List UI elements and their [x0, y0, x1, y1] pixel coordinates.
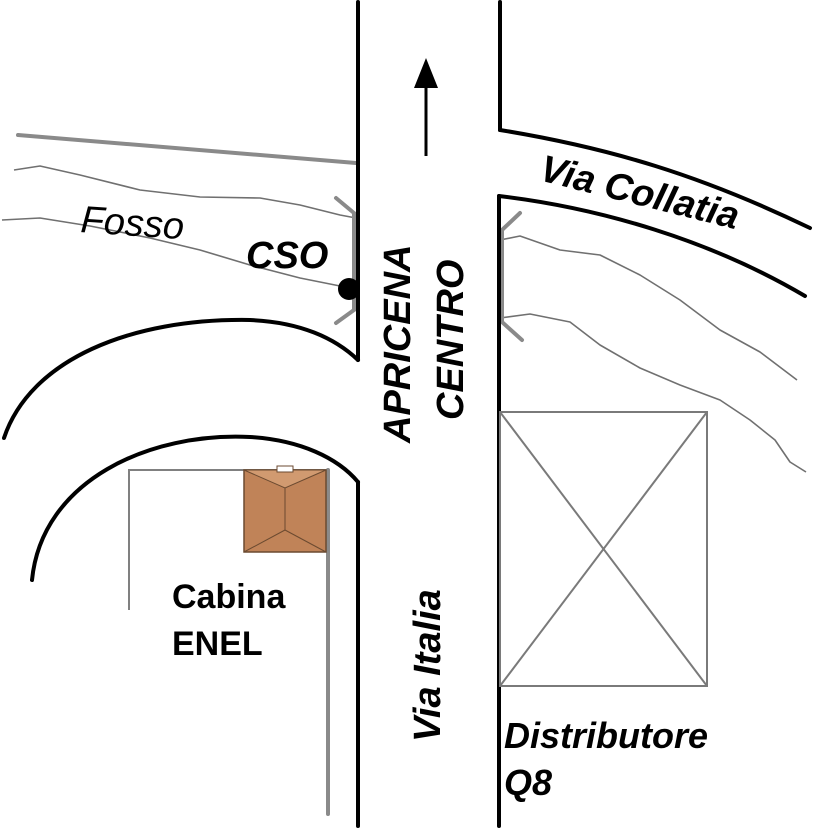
- centro-label: CENTRO: [430, 260, 472, 420]
- creek-bank-upper: [13, 165, 357, 219]
- enel-label: ENEL: [172, 625, 263, 663]
- distributore-plot: [499, 411, 708, 687]
- road-west-curve-south: [30, 434, 360, 582]
- creek-bank-right-lower: [499, 313, 807, 473]
- road-via-collatia-north-edge: [498, 128, 812, 230]
- distributore-label: Distributore: [504, 715, 708, 756]
- cabina-label: Cabina: [172, 578, 286, 616]
- bridge-bracket-right: [500, 211, 524, 342]
- via-italia-label: Via Italia: [407, 589, 449, 742]
- q8-label: Q8: [504, 762, 552, 803]
- road-west-curve-north: [2, 317, 360, 440]
- pipe-line: [16, 133, 358, 165]
- creek-bank-lower: [1, 217, 357, 289]
- road-via-collatia-south-edge: [497, 194, 807, 298]
- cso-bracket-left: [334, 196, 356, 325]
- creek-bank-right-upper: [499, 235, 798, 381]
- fosso-label: Fosso: [79, 199, 185, 248]
- cso-label: CSO: [246, 235, 328, 277]
- north-arrow-icon: [414, 58, 438, 156]
- apricena-label: APRICENA: [377, 245, 419, 444]
- building-icon: [243, 465, 327, 553]
- cso-point-icon: [338, 278, 360, 300]
